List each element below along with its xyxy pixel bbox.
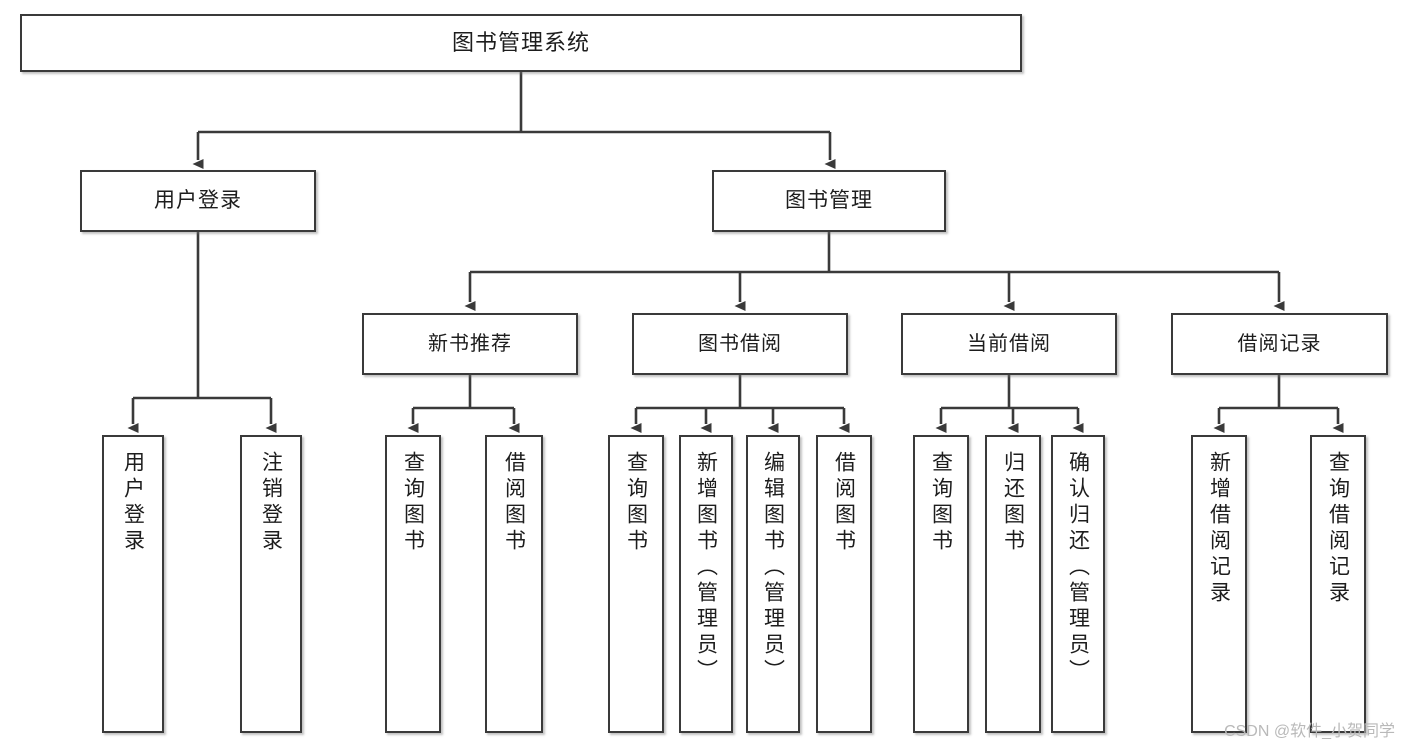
node-new-book-recommend-label: 新书推荐 — [428, 332, 512, 355]
leaf-node[interactable]: 借阅图书 — [816, 435, 872, 733]
node-borrow-record[interactable]: 借阅记录 — [1171, 313, 1388, 375]
leaf-node[interactable]: 查询图书 — [913, 435, 969, 733]
leaf-node[interactable]: 注销登录 — [240, 435, 302, 733]
leaf-node-label: 查询图书 — [929, 451, 953, 555]
leaf-node[interactable]: 确认归还（管理员） — [1051, 435, 1105, 733]
node-borrow-record-label: 借阅记录 — [1237, 332, 1322, 355]
node-root-label: 图书管理系统 — [451, 30, 590, 56]
node-user-login-label: 用户登录 — [154, 188, 242, 212]
leaf-node-label: 编辑图书（管理员） — [761, 451, 785, 685]
leaf-node[interactable]: 新增借阅记录 — [1191, 435, 1247, 733]
leaf-node[interactable]: 用户登录 — [102, 435, 164, 733]
leaf-node-label: 查询图书 — [401, 451, 425, 555]
leaf-node-label: 确认归还（管理员） — [1066, 451, 1090, 685]
leaf-node-label: 借阅图书 — [502, 451, 526, 555]
leaf-node-label: 查询借阅记录 — [1326, 451, 1350, 607]
leaf-node[interactable]: 编辑图书（管理员） — [746, 435, 800, 733]
leaf-node-label: 新增借阅记录 — [1207, 451, 1231, 607]
node-current-borrow-label: 当前借阅 — [967, 332, 1051, 355]
node-user-login[interactable]: 用户登录 — [80, 170, 316, 232]
node-current-borrow[interactable]: 当前借阅 — [901, 313, 1117, 375]
leaf-node[interactable]: 新增图书（管理员） — [679, 435, 733, 733]
leaf-node-label: 注销登录 — [259, 451, 283, 555]
watermark-text: CSDN @软件_小贺同学 — [1224, 723, 1395, 740]
node-root[interactable]: 图书管理系统 — [20, 14, 1022, 72]
leaf-node-label: 用户登录 — [121, 451, 145, 555]
leaf-node[interactable]: 查询图书 — [385, 435, 441, 733]
leaf-node-label: 新增图书（管理员） — [694, 451, 718, 685]
leaf-node-label: 借阅图书 — [832, 451, 856, 555]
leaf-node-label: 归还图书 — [1001, 451, 1025, 555]
leaf-node[interactable]: 查询图书 — [608, 435, 664, 733]
node-book-management-label: 图书管理 — [785, 188, 873, 212]
node-book-borrow-label: 图书借阅 — [698, 332, 782, 355]
leaf-node[interactable]: 借阅图书 — [485, 435, 543, 733]
node-new-book-recommend[interactable]: 新书推荐 — [362, 313, 578, 375]
node-book-borrow[interactable]: 图书借阅 — [632, 313, 848, 375]
node-book-management[interactable]: 图书管理 — [712, 170, 946, 232]
leaf-node[interactable]: 查询借阅记录 — [1310, 435, 1366, 733]
leaf-node-label: 查询图书 — [624, 451, 648, 555]
leaf-node[interactable]: 归还图书 — [985, 435, 1041, 733]
